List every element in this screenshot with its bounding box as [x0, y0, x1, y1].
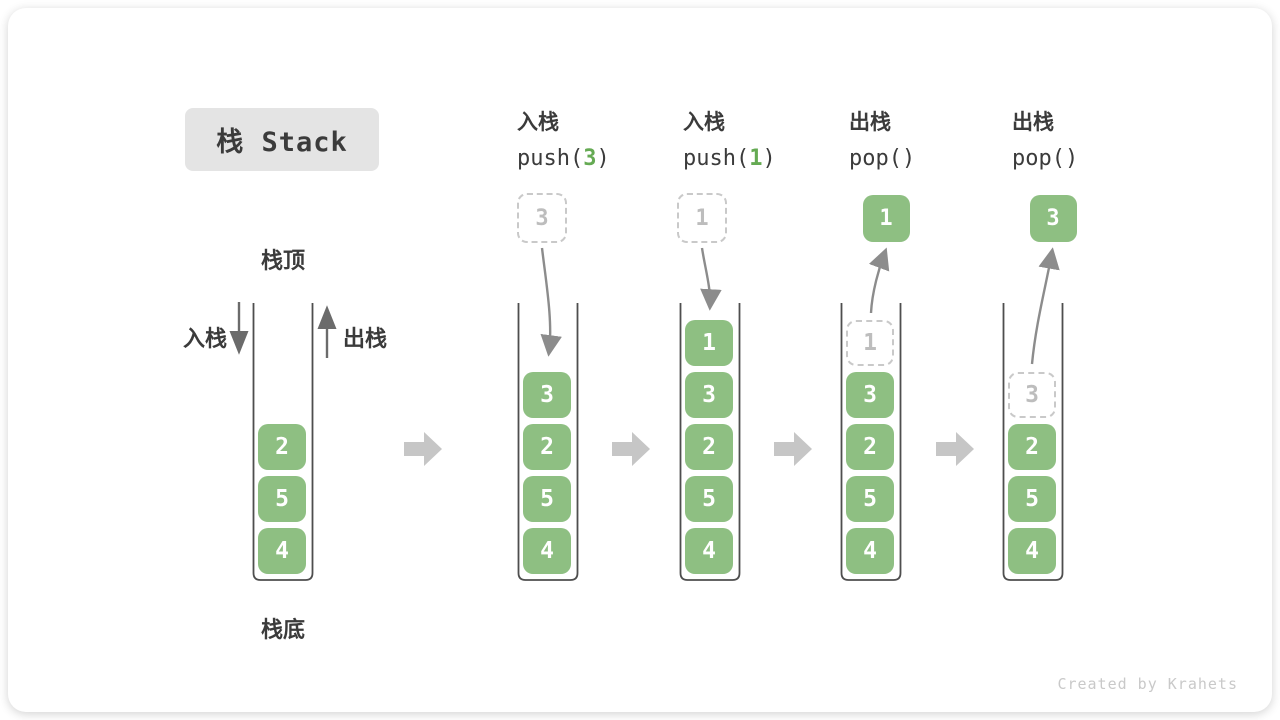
stack-cell: 3 — [523, 372, 571, 418]
floating-cell-pop-3: 3 — [1029, 195, 1077, 242]
watermark: Created by Krahets — [1057, 675, 1238, 693]
op-code: pop() — [849, 146, 915, 171]
op-code: push(1) — [683, 146, 776, 171]
stack-cell: 5 — [846, 476, 894, 522]
stack-top-label: 栈顶 — [260, 249, 305, 274]
op-code-text: push( — [517, 146, 584, 171]
stack-cell: 2 — [685, 424, 733, 470]
op-code: push(3) — [517, 146, 610, 171]
op-code: pop() — [1012, 146, 1078, 171]
stack-cell: 5 — [258, 476, 306, 522]
op-code-text: push( — [683, 146, 750, 171]
stack-bottom-label: 栈底 — [260, 618, 305, 643]
stack-cell: 4 — [846, 528, 894, 574]
op-code-arg: 1 — [749, 146, 763, 171]
stack-cell: 1 — [846, 320, 894, 366]
stack-cell: 4 — [258, 528, 306, 574]
stack-cell: 4 — [1008, 528, 1056, 574]
push-side-label: 入栈 — [182, 327, 227, 352]
stack-cell: 3 — [846, 372, 894, 418]
op-code-text: ) — [596, 146, 610, 171]
stack-cell: 5 — [523, 476, 571, 522]
stack-cell: 2 — [1008, 424, 1056, 470]
stack-cell: 2 — [846, 424, 894, 470]
op-label: 入栈 — [517, 110, 559, 134]
stack-cell: 2 — [523, 424, 571, 470]
floating-cell-pop-1: 1 — [862, 195, 910, 242]
stack-cell: 5 — [1008, 476, 1056, 522]
op-code-text: ) — [762, 146, 776, 171]
title-text: 栈 Stack — [216, 127, 348, 158]
floating-cell-push-1: 1 — [677, 193, 727, 243]
op-code-arg: 3 — [583, 146, 597, 171]
floating-cell-push-3: 3 — [517, 193, 567, 243]
stack-cell: 5 — [685, 476, 733, 522]
stack-cell: 3 — [685, 372, 733, 418]
op-label: 出栈 — [1012, 110, 1054, 134]
stack-cell: 1 — [685, 320, 733, 366]
pop-side-label: 出栈 — [342, 327, 387, 352]
stack-cell: 4 — [685, 528, 733, 574]
stack-cell: 2 — [258, 424, 306, 470]
op-label: 出栈 — [849, 110, 891, 134]
op-header-pop-3: 出栈 pop() — [1012, 106, 1078, 171]
stack-cell: 4 — [523, 528, 571, 574]
title-badge: 栈 Stack — [185, 108, 379, 171]
op-label: 入栈 — [683, 110, 725, 134]
op-code-text: pop() — [849, 146, 916, 171]
op-header-push-1: 入栈 push(1) — [683, 106, 776, 171]
op-header-push-3: 入栈 push(3) — [517, 106, 610, 171]
op-code-text: pop() — [1012, 146, 1079, 171]
op-header-pop-1: 出栈 pop() — [849, 106, 915, 171]
stack-cell: 3 — [1008, 372, 1056, 418]
